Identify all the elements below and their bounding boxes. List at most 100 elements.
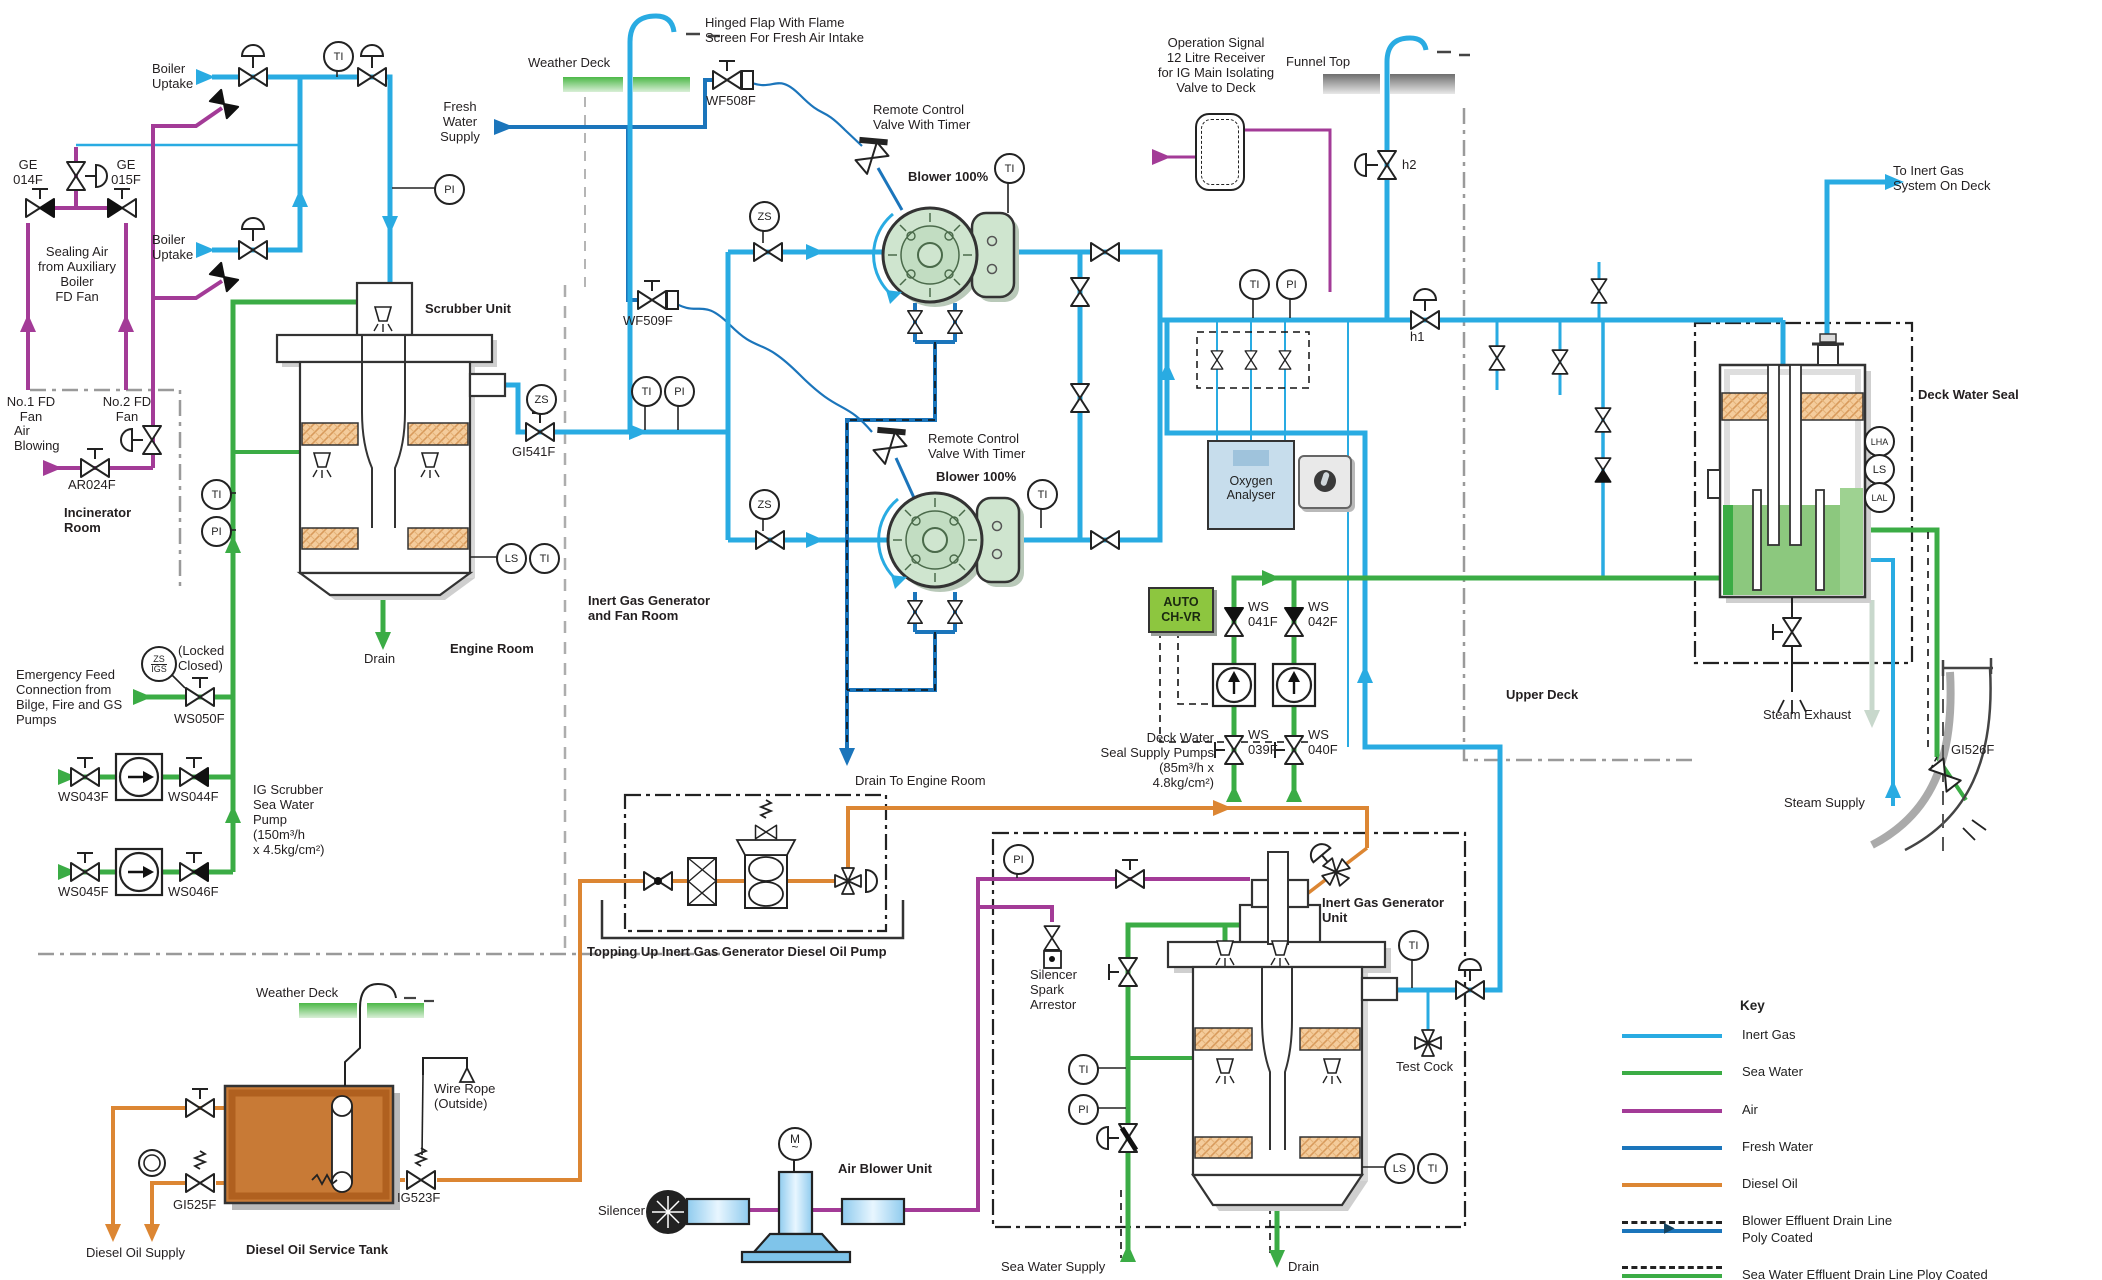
- deck-water-seal: [1707, 333, 1871, 714]
- label-fan-room: Inert Gas Generator and Fan Room: [588, 593, 711, 623]
- drain-to-engine-arrow: [839, 748, 855, 766]
- topping-up-pump: [600, 799, 905, 940]
- legend-swatch-diesel-oil: [1622, 1183, 1722, 1188]
- zs-switch: ZS: [526, 384, 557, 415]
- label-funnel-top: Funnel Top: [1286, 54, 1351, 69]
- label-ws040f: WS 040F: [1308, 727, 1338, 757]
- label-remote-control-2: Remote Control Valve With Timer: [928, 431, 1026, 461]
- pi-gauge: PI: [201, 516, 232, 547]
- legend-swatch-sw-effluent: [1622, 1273, 1722, 1278]
- blower-2: [877, 491, 1024, 592]
- funnel-top-bar: [1323, 74, 1455, 94]
- sample-valve-box: [1196, 331, 1310, 389]
- ls-switch: LS: [1864, 454, 1895, 485]
- label-deck-water-seal: Deck Water Seal: [1918, 387, 2019, 402]
- ti-gauge: TI: [1239, 269, 1270, 300]
- valves: [25, 44, 1612, 1193]
- pi-gauge: PI: [1276, 269, 1307, 300]
- label-ws046f: WS046F: [168, 884, 219, 899]
- scrubber-unit: [275, 281, 507, 600]
- label-h2: h2: [1402, 157, 1417, 172]
- label-air-blowing: Air Blowing: [14, 423, 60, 453]
- signal-receiver-vessel: [1195, 113, 1245, 191]
- ti-gauge: TI: [1068, 1054, 1099, 1085]
- ti-gauge: TI: [994, 153, 1025, 184]
- label-ws045f: WS045F: [58, 884, 109, 899]
- label-gi526f: GI526F: [1951, 742, 1995, 757]
- room-boundaries: [30, 97, 1914, 1229]
- switch-knob: [1314, 470, 1336, 492]
- legend-item: Inert Gas: [1622, 1027, 2092, 1043]
- label-operation-signal: Operation Signal 12 Litre Receiver for I…: [1157, 35, 1275, 95]
- label-ws042f: WS 042F: [1308, 599, 1338, 629]
- label-boiler-uptake-1: Boiler Uptake: [152, 61, 194, 91]
- label-steam-supply: Steam Supply: [1784, 795, 1865, 810]
- label-emergency-feed: Emergency Feed Connection from Bilge, Fi…: [16, 667, 123, 727]
- ti-gauge: TI: [1027, 479, 1058, 510]
- legend-arrow-icon: ▶: [1664, 1218, 1675, 1235]
- label-drain-igg: Drain: [1288, 1259, 1320, 1274]
- selector-switch: [1298, 455, 1352, 509]
- pi-gauge: PI: [664, 376, 695, 407]
- ti-gauge: TI: [323, 41, 354, 72]
- label-silencer-spark: Silencer Spark Arrestor: [1030, 967, 1077, 1012]
- diesel-oil-service-tank: [223, 982, 476, 1210]
- label-wf509f: WF509F: [623, 313, 673, 328]
- fresh-water-lines: [500, 78, 917, 501]
- zs-switch: ZS: [749, 201, 780, 232]
- legend-dash: [1622, 1220, 1722, 1224]
- legend: Key Inert Gas Sea Water Air Fresh Water …: [1622, 998, 2092, 1280]
- label-hinged-flap: Hinged Flap With Flame Screen For Fresh …: [705, 15, 864, 45]
- instrument-stems: [171, 68, 1413, 1168]
- legend-item: ▶ Blower Effluent Drain Line Poly Coated: [1622, 1213, 2092, 1246]
- ti-gauge: TI: [1417, 1153, 1448, 1184]
- label-ws041f: WS 041F: [1248, 599, 1278, 629]
- legend-item: Diesel Oil: [1622, 1176, 2092, 1192]
- label-ge015f: GE 015F: [111, 157, 141, 187]
- legend-dash: [1622, 1265, 1722, 1269]
- label-to-deck: To Inert Gas System On Deck: [1893, 163, 1991, 193]
- label-air-blower-unit: Air Blower Unit: [838, 1161, 932, 1176]
- analyser-window: [1233, 450, 1269, 466]
- label-silencer: Silencer: [598, 1203, 645, 1218]
- label-weather-deck-1: Weather Deck: [528, 55, 611, 70]
- legend-swatch-inert-gas: [1622, 1034, 1722, 1039]
- label-wire-rope: Wire Rope (Outside): [434, 1081, 496, 1111]
- fresh-water-supply-arrow: [494, 119, 514, 135]
- label-diesel-oil-supply: Diesel Oil Supply: [86, 1245, 185, 1260]
- zs-switch: ZS: [749, 489, 780, 520]
- air-blower-unit: [646, 1158, 906, 1264]
- label-fresh-water-supply: Fresh Water Supply: [440, 99, 480, 144]
- auto-changeover-box: AUTO CH-VR: [1148, 587, 1214, 633]
- label-drain-to-engine-room: Drain To Engine Room: [855, 773, 986, 788]
- label-blower-100-2: Blower 100%: [936, 469, 1017, 484]
- legend-item: Fresh Water: [1622, 1139, 2092, 1155]
- legend-swatch-air: [1622, 1108, 1722, 1113]
- seal-supply-pumps: [1159, 631, 1317, 743]
- air-arrows: [20, 149, 1171, 476]
- ls-switch: LS: [1384, 1153, 1415, 1184]
- legend-item: Sea Water: [1622, 1064, 2092, 1080]
- label-igg-unit: Inert Gas Generator Unit: [1322, 895, 1445, 925]
- overboard-chute: [1870, 658, 1993, 855]
- legend-swatch-fresh-water: [1622, 1145, 1722, 1150]
- label-no2-fd-fan: No.2 FD Fan: [102, 394, 152, 424]
- label-gi541f: GI541F: [512, 444, 556, 459]
- label-engine-room: Engine Room: [450, 641, 534, 656]
- legend-title: Key: [1740, 998, 1765, 1013]
- label-steam-exhaust: Steam Exhaust: [1763, 707, 1852, 722]
- inert-gas-generator-unit: [1166, 851, 1399, 1211]
- label-boiler-uptake-2: Boiler Uptake: [152, 232, 194, 262]
- lha-alarm: LHA: [1864, 426, 1895, 457]
- label-weather-deck-2: Weather Deck: [256, 985, 339, 1000]
- blower-drain-lines: [845, 303, 957, 752]
- label-ge014f: GE 014F: [13, 157, 43, 187]
- label-locked-closed: (Locked Closed): [178, 643, 225, 673]
- ig-scrubber-pumps: [114, 752, 164, 897]
- legend-swatch-sea-water: [1622, 1071, 1722, 1076]
- label-topping-up: Topping Up Inert Gas Generator Diesel Oi…: [587, 944, 887, 959]
- pi-gauge: PI: [1068, 1094, 1099, 1125]
